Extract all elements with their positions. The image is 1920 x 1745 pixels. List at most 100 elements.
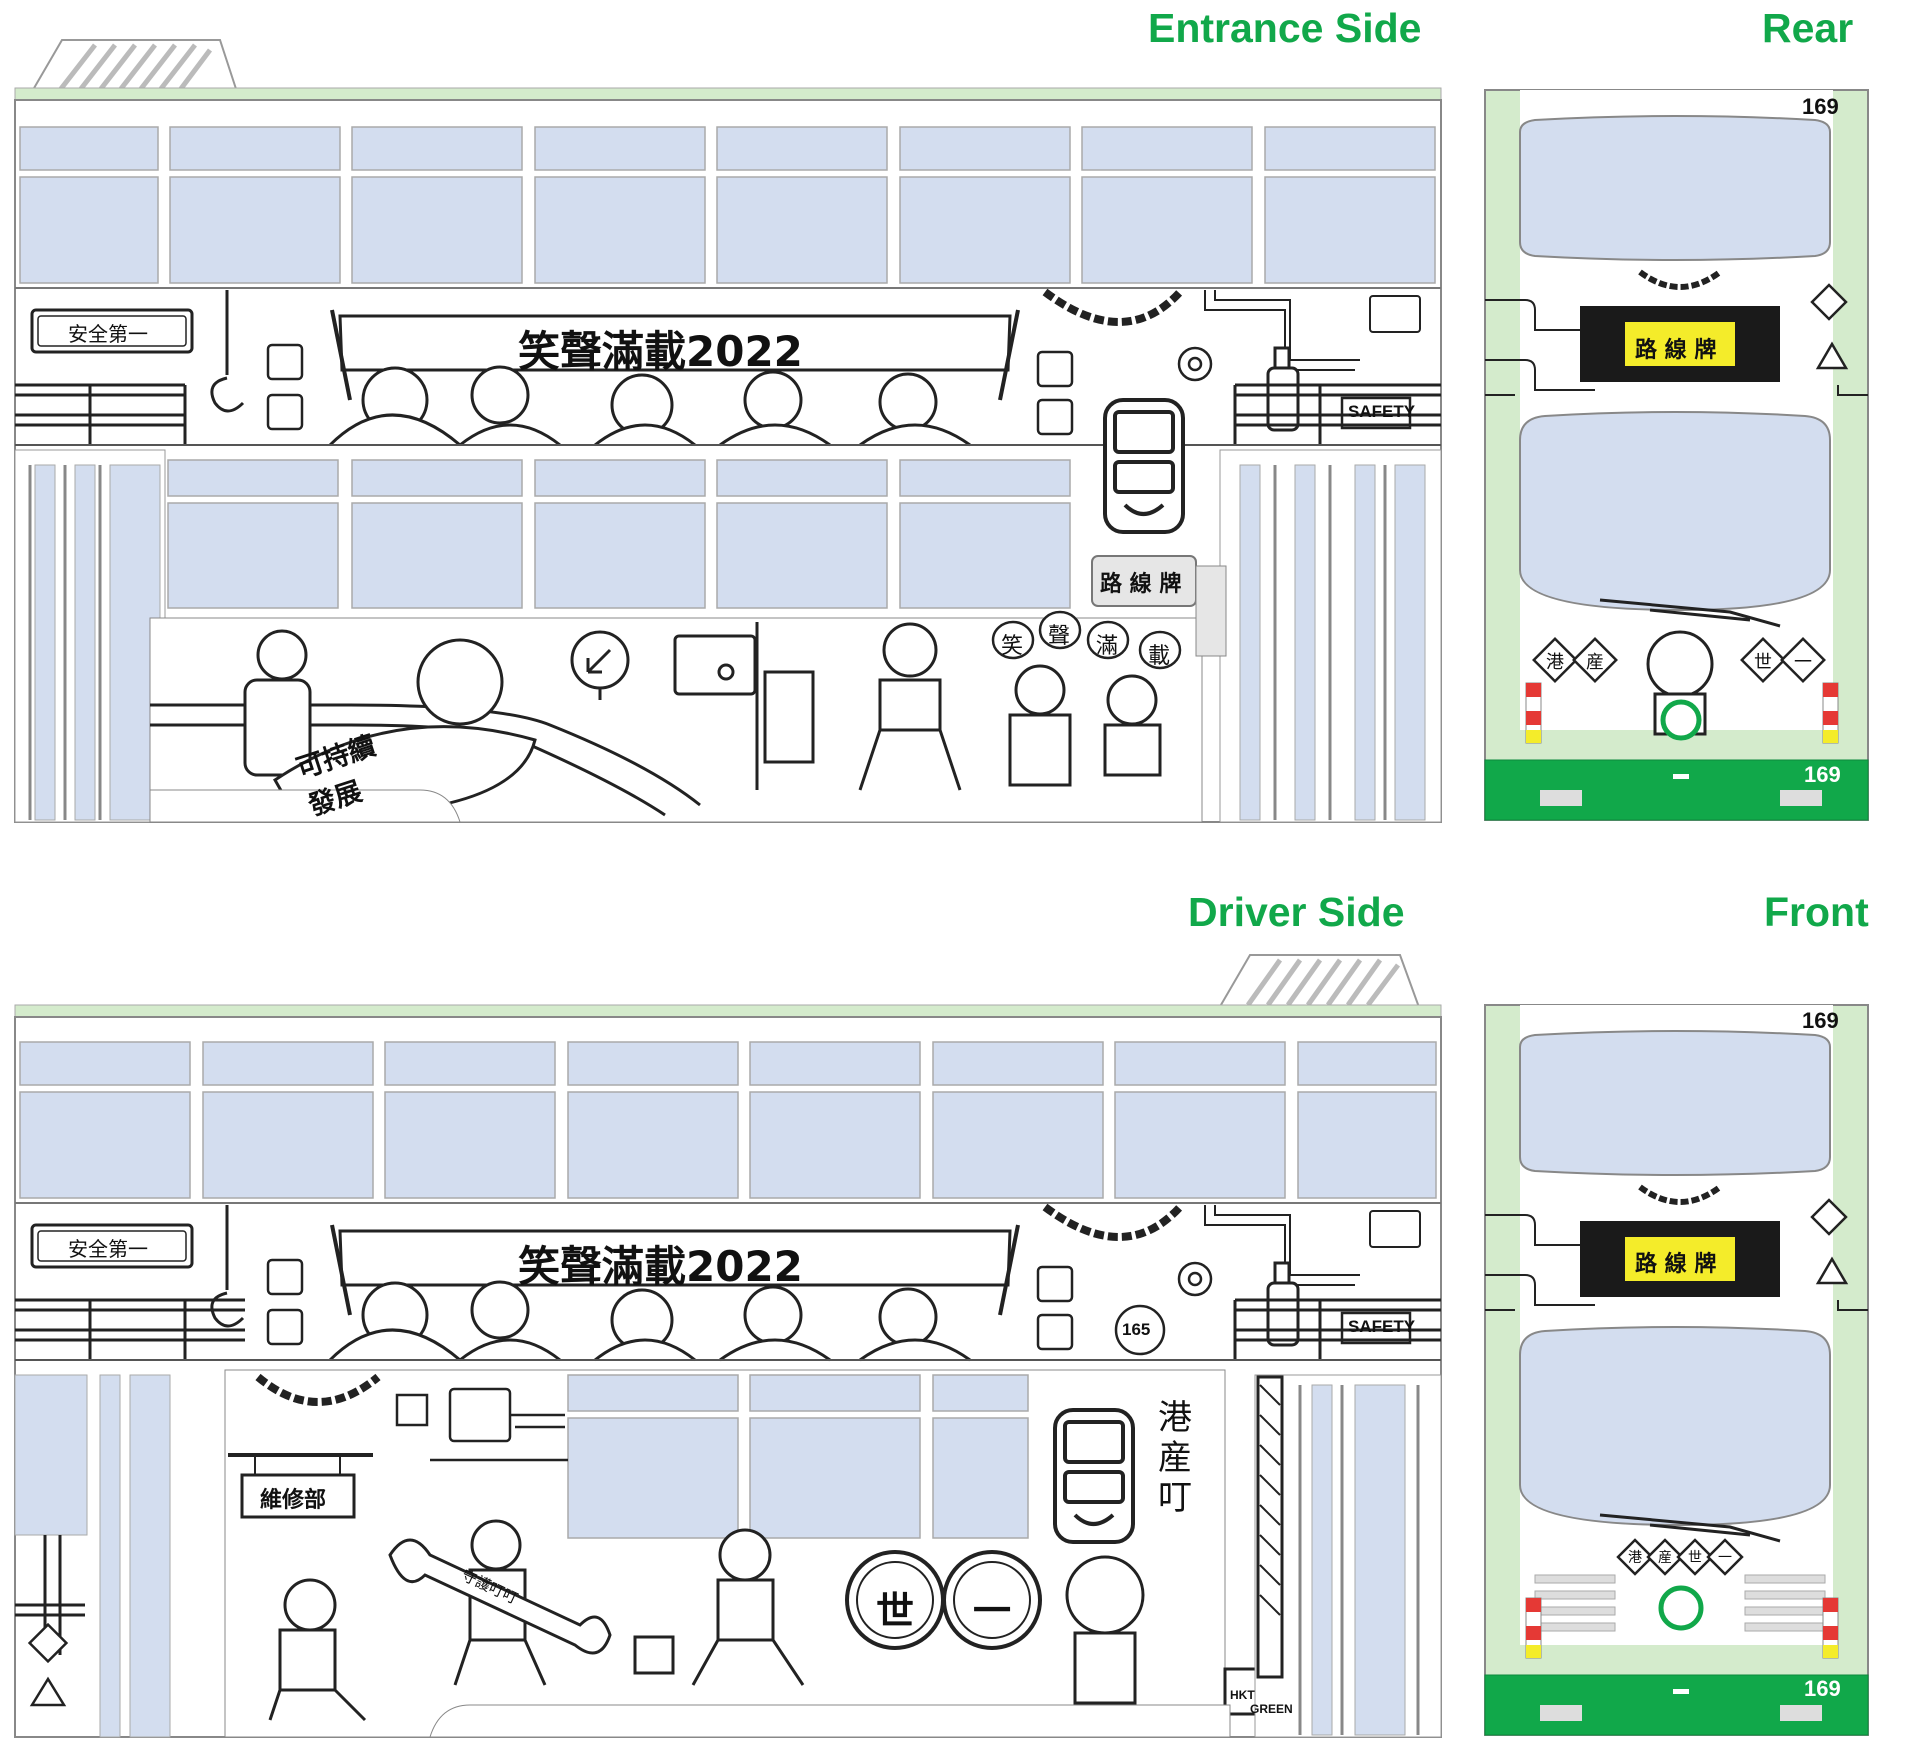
- wheel-arch: [149, 789, 461, 823]
- entrance-doors-right: [1219, 449, 1442, 823]
- driver-chain-decoration: [1042, 1203, 1183, 1241]
- rear-lamp-right: [1780, 790, 1822, 806]
- entrance-safety-label: SAFETY: [1348, 402, 1416, 421]
- driver-badge-number: 165: [1122, 1320, 1151, 1339]
- driver-repair-sign: 維修部: [260, 1488, 327, 1513]
- driver-safety-label: SAFETY: [1348, 1317, 1416, 1336]
- bubble-char-1: 笑: [1001, 634, 1024, 659]
- driver-upper-windows: [19, 1041, 1437, 1199]
- front-lamp-left: [1540, 1705, 1582, 1721]
- front-view: [1484, 1004, 1869, 1736]
- driver-character-row: [328, 1280, 971, 1362]
- safety-sign: [30, 308, 194, 354]
- trolley-base-left: [28, 39, 240, 96]
- tram-icon: [1103, 398, 1185, 534]
- rear-route-board-yellow: [1625, 322, 1735, 366]
- driver-chain-left: [255, 1373, 381, 1406]
- safety-plate: [1340, 396, 1412, 430]
- rear-lower-window: [1519, 411, 1831, 612]
- driver-circle-right-text: 一: [973, 1589, 1012, 1633]
- front-diamond-4: 一: [1718, 1550, 1732, 1566]
- front-wipers: [1599, 1513, 1781, 1543]
- driver-safety-sign: [30, 1223, 194, 1269]
- repair-sign-board: [228, 1453, 373, 1519]
- entrance-side-title: Entrance Side: [1148, 5, 1422, 51]
- world-one-circles: [845, 1550, 1042, 1650]
- panel-icons: [266, 343, 1213, 436]
- rear-fleet-number-top: 169: [1802, 94, 1839, 119]
- rear-diamond-4: 一: [1794, 652, 1812, 673]
- driver-vertical-text: 港産叮: [1158, 1398, 1192, 1518]
- front-upper-window: [1519, 1030, 1831, 1176]
- pipes: [1204, 290, 1421, 371]
- rear-diamond-signs: [1532, 637, 1826, 683]
- driver-panel-icons: [266, 1258, 1213, 1356]
- front-pipes: [1485, 1214, 1868, 1311]
- rear-diamond-1: 港: [1546, 652, 1564, 673]
- rear-diamond-3: 世: [1754, 652, 1772, 673]
- crane-hook: [210, 290, 245, 413]
- rear-headlight: [1660, 699, 1702, 741]
- worker-drawings: [243, 622, 1162, 817]
- upper-deck-windows: [19, 126, 1436, 284]
- driver-safety-plate: [1340, 1311, 1412, 1345]
- direction-sign: [570, 630, 630, 700]
- driver-wheel-arch: [429, 1704, 1231, 1738]
- driver-railings: [15, 1298, 1441, 1360]
- railings: [15, 383, 1441, 445]
- rear-title: Rear: [1762, 5, 1854, 51]
- control-box: [673, 622, 815, 790]
- driver-safety-sign-text: 安全第一: [68, 1237, 148, 1261]
- rear-pipes: [1485, 299, 1868, 396]
- front-fleet-number-top: 169: [1802, 1008, 1839, 1033]
- driver-right-door: [1254, 1374, 1442, 1738]
- driver-crane-hook: [210, 1205, 245, 1328]
- front-headlight: [1658, 1585, 1704, 1631]
- paint-can-label-2: GREEN: [1250, 1702, 1293, 1716]
- driver-lower-windows: [567, 1374, 1029, 1539]
- chain-decoration: [1042, 288, 1183, 326]
- driver-circle-left-text: 世: [876, 1589, 915, 1633]
- rear-warning-icons: [1810, 283, 1849, 370]
- front-diamond-3: 世: [1688, 1550, 1702, 1566]
- front-warning-icons: [1810, 1198, 1849, 1285]
- front-title: Front: [1764, 889, 1869, 935]
- driver-side-title: Driver Side: [1188, 889, 1405, 935]
- rear-wipers: [1599, 598, 1781, 628]
- front-lamp-right: [1780, 1705, 1822, 1721]
- front-chain: [1638, 1184, 1722, 1205]
- front-diamond-2: 産: [1658, 1550, 1672, 1566]
- title-banner: [330, 309, 1020, 401]
- front-route-board-text: 路 線 牌: [1635, 1252, 1717, 1277]
- front-route-board-yellow: [1625, 1237, 1735, 1281]
- front-diamond-signs: [1616, 1538, 1744, 1576]
- front-fleet-number-bottom: 169: [1804, 1676, 1841, 1701]
- lower-deck-windows: [167, 459, 1071, 609]
- trolley-base-right: [1216, 954, 1422, 1011]
- driver-banner-title: 笑聲滿載2022: [518, 1242, 803, 1291]
- side-mirror: [1195, 565, 1227, 657]
- front-lower-window: [1519, 1326, 1831, 1527]
- character-row: [328, 365, 971, 447]
- rear-chain: [1638, 269, 1722, 290]
- front-vents: [1534, 1574, 1826, 1632]
- driver-tram-icon: [1053, 1408, 1135, 1544]
- entrance-doors-left: [14, 449, 166, 823]
- bubble-char-3: 滿: [1096, 634, 1119, 659]
- front-diamond-1: 港: [1628, 1550, 1642, 1566]
- driver-control-panel: [395, 1387, 568, 1462]
- driver-left-door: [14, 1374, 171, 1738]
- rear-warning-strips: [1525, 682, 1839, 744]
- rear-fleet-number-bottom: 169: [1804, 762, 1841, 787]
- entrance-banner-title: 笑聲滿載2022: [518, 327, 803, 376]
- driver-title-banner: [330, 1224, 1020, 1316]
- entrance-route-board: 路 線 牌: [1100, 572, 1182, 597]
- rear-view: [1484, 89, 1869, 821]
- front-warning-strips: [1525, 1597, 1839, 1659]
- paint-can-label-1: HKT: [1230, 1688, 1255, 1702]
- bubble-char-4: 載: [1148, 644, 1171, 669]
- rear-upper-window: [1519, 115, 1831, 261]
- driver-side-view: [14, 954, 1442, 1738]
- speech-bubbles: [991, 610, 1182, 670]
- bubble-char-2: 聲: [1048, 624, 1071, 649]
